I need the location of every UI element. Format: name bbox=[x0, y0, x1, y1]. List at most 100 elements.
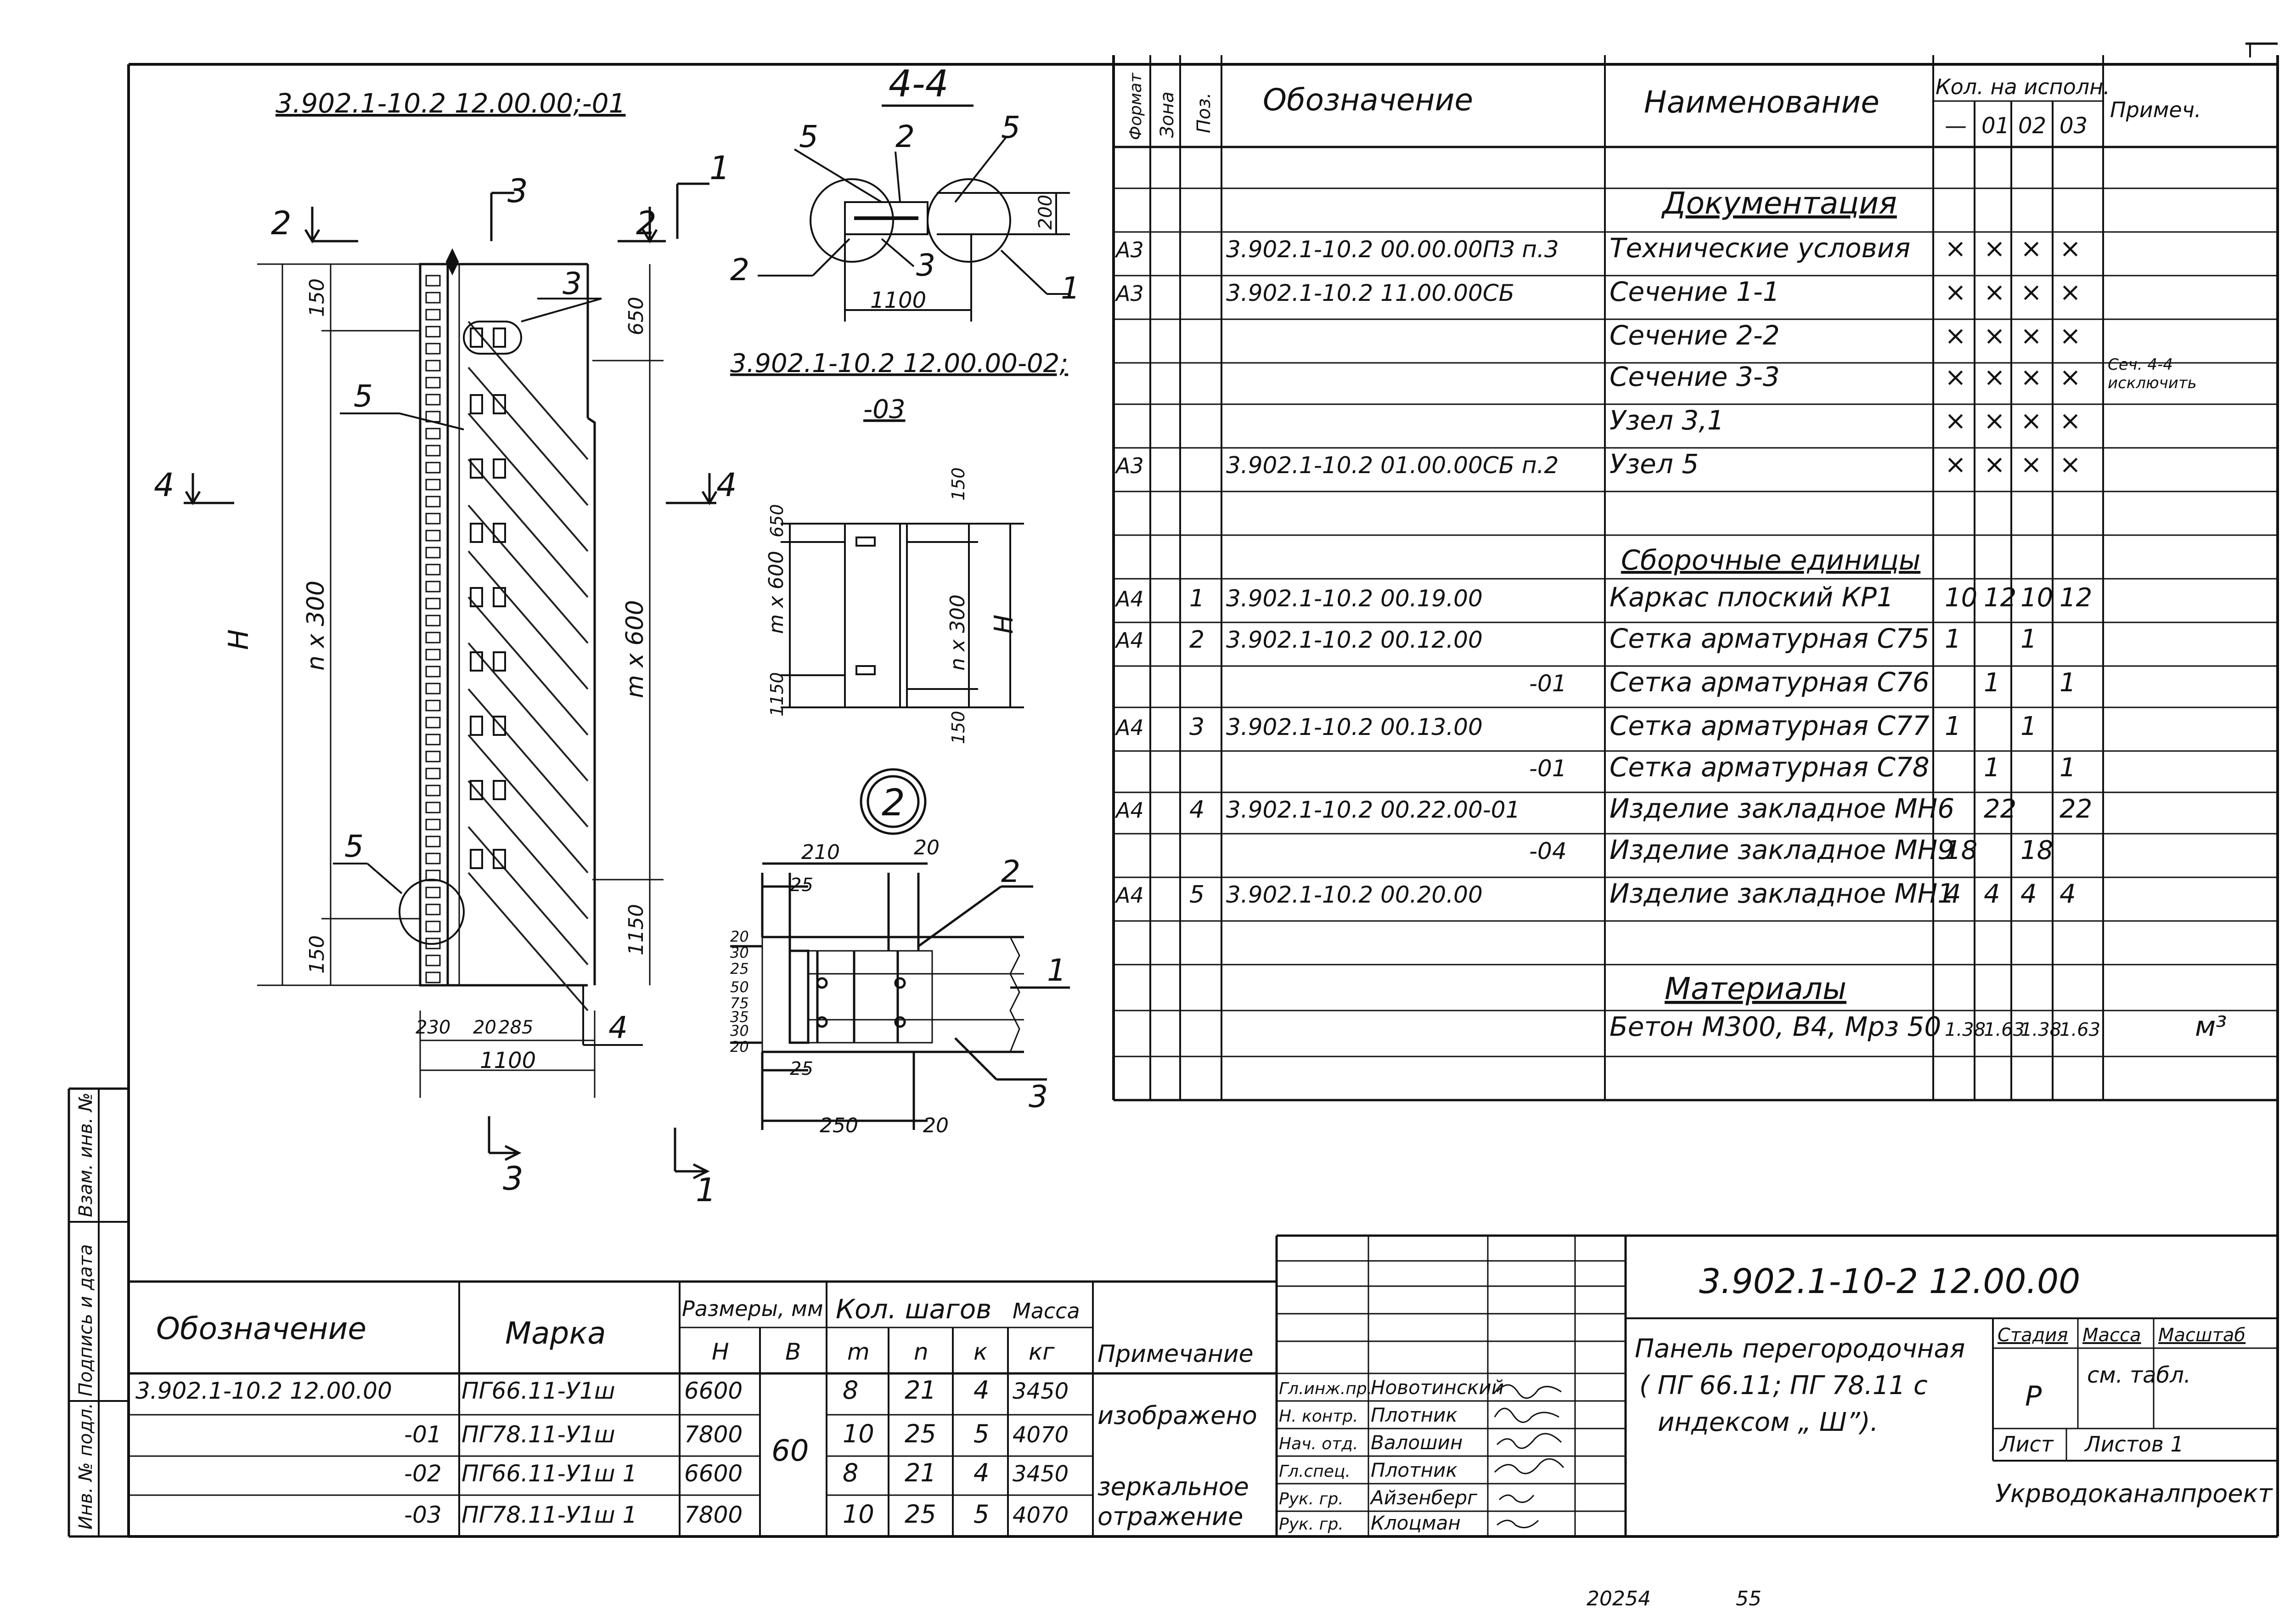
node-2-detail bbox=[730, 862, 1070, 1130]
hatch-line bbox=[467, 321, 589, 460]
cut-label-4-right: 4 bbox=[716, 466, 737, 504]
brand-header-m: m bbox=[847, 1339, 870, 1365]
spec-qty-cell: × bbox=[1984, 277, 2005, 307]
brand-k-cell: 4 bbox=[974, 1458, 989, 1487]
spec-qty-cell: 22 bbox=[1984, 794, 2016, 824]
spec-header-q2: 02 bbox=[2018, 113, 2046, 139]
panel-stud bbox=[425, 445, 441, 457]
main-drawing-title: 3.902.1-10.2 12.00.00;-01 bbox=[276, 88, 625, 119]
spec-designation-cell: 3.902.1-10.2 11.00.00СБ bbox=[1226, 280, 1514, 306]
brand-k-cell: 5 bbox=[974, 1419, 989, 1448]
panel-stud bbox=[425, 496, 441, 508]
spec-designation-cell: -04 bbox=[1529, 838, 1567, 864]
brand-mark-cell: ПГ66.11-У1ш bbox=[461, 1378, 615, 1404]
spec-header-pos: Поз. bbox=[1193, 92, 1215, 133]
panel-stud bbox=[425, 275, 441, 287]
cut-label-4-left: 4 bbox=[154, 466, 174, 504]
role-row: Н. контр. Плотник bbox=[1279, 1404, 1458, 1426]
hatch-line bbox=[467, 780, 589, 920]
role-title-cell: Н. контр. bbox=[1279, 1407, 1358, 1426]
hatch-line bbox=[467, 367, 589, 506]
brand-header-steps: Кол. шагов bbox=[836, 1293, 991, 1325]
role-person-cell: Плотник bbox=[1371, 1459, 1458, 1481]
spec-qty-cell: 4 bbox=[2060, 879, 2076, 909]
spec-qty-cell: × bbox=[1984, 450, 2005, 480]
spec-name-cell: Изделие закладное МН9 bbox=[1609, 834, 1954, 865]
spec-format-cell: А4 bbox=[1114, 798, 1144, 823]
panel-hatching bbox=[467, 321, 589, 1011]
role-row: Рук. гр.Айзенберг bbox=[1279, 1486, 1478, 1509]
role-title-cell: Гл.спец. bbox=[1279, 1462, 1351, 1481]
node-dim-250: 250 bbox=[820, 1114, 858, 1137]
spec-qty-cell: × bbox=[2060, 362, 2081, 392]
small-elevation bbox=[781, 523, 1024, 708]
brand-n-cell: 21 bbox=[905, 1376, 936, 1405]
small-dim-650: 650 bbox=[767, 504, 787, 537]
embedded-plate bbox=[493, 587, 506, 607]
spec-qty-cell: 1 bbox=[1945, 712, 1961, 741]
node-dim-25-l: 25 bbox=[730, 960, 749, 977]
panel-stud bbox=[425, 768, 441, 779]
brand-header-mass: Масса bbox=[1013, 1299, 1080, 1323]
brand-header-mass-unit: кг bbox=[1029, 1339, 1055, 1365]
role-person-cell: Плотник bbox=[1371, 1404, 1458, 1426]
brand-mark-cell: ПГ66.11-У1ш 1 bbox=[461, 1460, 637, 1487]
node-dim-20-bottom: 20 bbox=[923, 1114, 949, 1137]
spec-format-cell: А4 bbox=[1114, 587, 1144, 611]
brand-table-grid bbox=[129, 1280, 1277, 1536]
spec-header-note: Примеч. bbox=[2110, 97, 2201, 122]
margin-sign-date: Подпись и дата bbox=[75, 1244, 96, 1396]
spec-table-grid bbox=[1112, 55, 2278, 1101]
spec-header-format: Формат bbox=[1126, 73, 1145, 140]
panel-stud bbox=[425, 513, 441, 525]
spec-header-qty: Кол. на исполн. bbox=[1936, 74, 2110, 99]
hatch-line bbox=[467, 412, 589, 552]
spec-qty-cell: × bbox=[2020, 406, 2042, 436]
pos-label-4: 4 bbox=[608, 1010, 628, 1045]
panel-elevation bbox=[419, 263, 596, 987]
panel-stud bbox=[425, 751, 441, 762]
brand-header-H: Н bbox=[712, 1339, 729, 1365]
hatch-line bbox=[467, 734, 589, 874]
title-scale-header: Масштаб bbox=[2158, 1325, 2245, 1346]
spec-qty-cell: × bbox=[2060, 234, 2081, 264]
cut-label-3-bottom: 3 bbox=[503, 1160, 523, 1197]
embedded-plate bbox=[493, 328, 506, 348]
spec-format-cell: А3 bbox=[1114, 453, 1144, 478]
cut-label-3-top: 3 bbox=[507, 172, 528, 210]
spec-designation-cell: 3.902.1-10.2 00.00.00ПЗ п.3 bbox=[1226, 236, 1559, 263]
embedded-plate bbox=[493, 523, 506, 543]
spec-qty-cell: 10 bbox=[1945, 583, 1977, 613]
brand-mark-cell: ПГ78.11-У1ш bbox=[461, 1421, 615, 1448]
spec-designation-cell: 3.902.1-10.2 00.20.00 bbox=[1226, 881, 1483, 908]
brand-H-cell: 6600 bbox=[684, 1378, 743, 1404]
spec-qty-cell: × bbox=[1984, 362, 2005, 392]
node-dim-25-top: 25 bbox=[790, 875, 813, 896]
sec44-dim-200: 200 bbox=[1035, 195, 1056, 230]
panel-stud bbox=[425, 309, 441, 321]
spec-qty-cell: 1 bbox=[2060, 668, 2076, 698]
panel-stud bbox=[425, 700, 441, 712]
spec-name-cell: Сетка арматурная С75 bbox=[1609, 623, 1930, 654]
title-sheet: Лист bbox=[1999, 1432, 2054, 1457]
spec-name-cell: Сечение 3-3 bbox=[1609, 361, 1780, 392]
panel-stud bbox=[425, 904, 441, 915]
brand-header-designation: Обозначение bbox=[156, 1311, 366, 1346]
spec-pos-cell: 3 bbox=[1189, 713, 1204, 741]
brand-H-cell: 6600 bbox=[684, 1460, 743, 1487]
node-pos-1: 1 bbox=[1047, 953, 1066, 988]
dim-150-bottom: 150 bbox=[305, 935, 329, 974]
node-dim-35: 35 bbox=[730, 1008, 749, 1026]
panel-stud bbox=[425, 785, 441, 796]
spec-qty-cell: 1.63 bbox=[2060, 1019, 2100, 1040]
brand-note-shown: изображено bbox=[1097, 1401, 1257, 1430]
spec-designation-cell: 3.902.1-10.2 00.22.00-01 bbox=[1226, 796, 1520, 823]
node-dim-20-top: 20 bbox=[914, 836, 940, 859]
brand-header-note: Примечание bbox=[1097, 1340, 1254, 1368]
